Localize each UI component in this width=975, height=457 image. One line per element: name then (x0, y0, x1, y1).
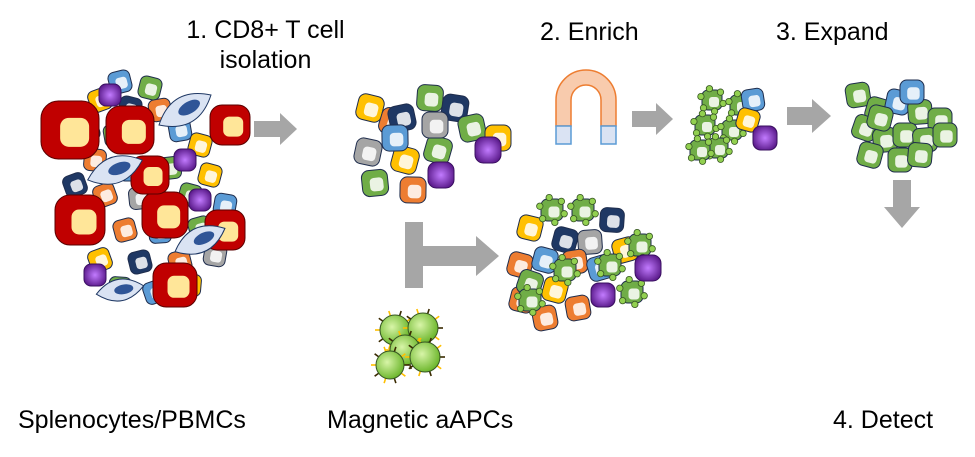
step1-label: 1. CD8+ T cell isolation (186, 16, 345, 74)
cell (174, 225, 226, 255)
cell (907, 142, 933, 168)
arrow-right-1 (254, 113, 297, 145)
cell (564, 294, 592, 322)
enriched-cell-cluster (685, 85, 778, 165)
splenocyte-cluster (40, 69, 251, 308)
cell (516, 214, 544, 242)
cell (932, 122, 958, 148)
cell (740, 87, 766, 113)
bead-bound-cell (697, 85, 727, 115)
cell (531, 304, 559, 332)
magnet-icon (555, 69, 617, 145)
cell (866, 104, 894, 132)
bead-bound-cell-cluster (506, 193, 662, 332)
cell (130, 155, 170, 195)
bead-bound-cell (685, 135, 715, 165)
cell (141, 191, 189, 239)
cell (152, 262, 198, 308)
cell (457, 113, 487, 143)
cell (62, 172, 88, 198)
cell (353, 137, 383, 167)
aapcs-label: Magnetic aAPCs (327, 406, 514, 434)
combine-arrow (405, 222, 499, 288)
cell (105, 105, 155, 155)
cell (87, 155, 143, 185)
cell (355, 93, 385, 123)
bead-bound-cell (567, 193, 599, 227)
bead-bound-cell (514, 283, 546, 317)
cell (899, 79, 925, 105)
aapc-bead (371, 346, 409, 384)
cell (95, 278, 145, 302)
cell (209, 104, 251, 146)
cell (173, 148, 197, 172)
cell (127, 249, 153, 275)
cell (416, 84, 444, 112)
step3-label: 3. Expand (776, 18, 889, 46)
arrow-right-2 (632, 103, 673, 135)
cell (590, 282, 616, 308)
cell (399, 176, 427, 204)
arrow-down (884, 180, 920, 228)
cell (440, 93, 470, 123)
isolated-cell-cluster (353, 84, 512, 204)
cell (158, 93, 212, 127)
cell (752, 125, 778, 151)
cell (427, 161, 455, 189)
cell (907, 99, 933, 125)
arrow-right-3 (787, 99, 831, 133)
cell (381, 124, 409, 152)
cell (551, 226, 579, 254)
cell (137, 75, 163, 101)
cell (423, 135, 453, 165)
aapc-bead (405, 337, 445, 377)
step4-label: 4. Detect (833, 406, 934, 434)
cell (844, 81, 872, 109)
splenocytes-label: Splenocytes/PBMCs (18, 406, 246, 434)
cell (360, 168, 390, 198)
cell (634, 254, 662, 282)
bead-bound-cell (690, 110, 720, 140)
cell (541, 276, 569, 304)
step2-label: 2. Enrich (540, 18, 639, 46)
aapc-bead (403, 308, 443, 348)
cell (98, 83, 122, 107)
cell (577, 229, 603, 255)
cell (856, 141, 884, 169)
bead-bound-cell (536, 193, 568, 227)
cell (735, 107, 761, 133)
bead-bound-cell (616, 275, 648, 309)
cell (83, 263, 107, 287)
aapc-bead-cluster (371, 308, 445, 384)
cell (188, 188, 212, 212)
cell (421, 111, 449, 139)
bead-bound-cell (549, 253, 581, 287)
cell (197, 162, 223, 188)
expanded-cell-cluster (844, 79, 958, 173)
cell (599, 207, 625, 233)
cell (40, 100, 100, 160)
cell (54, 194, 106, 246)
cell (474, 136, 502, 164)
cell (112, 217, 138, 243)
cell (390, 145, 420, 175)
bead-bound-cell (594, 248, 626, 282)
